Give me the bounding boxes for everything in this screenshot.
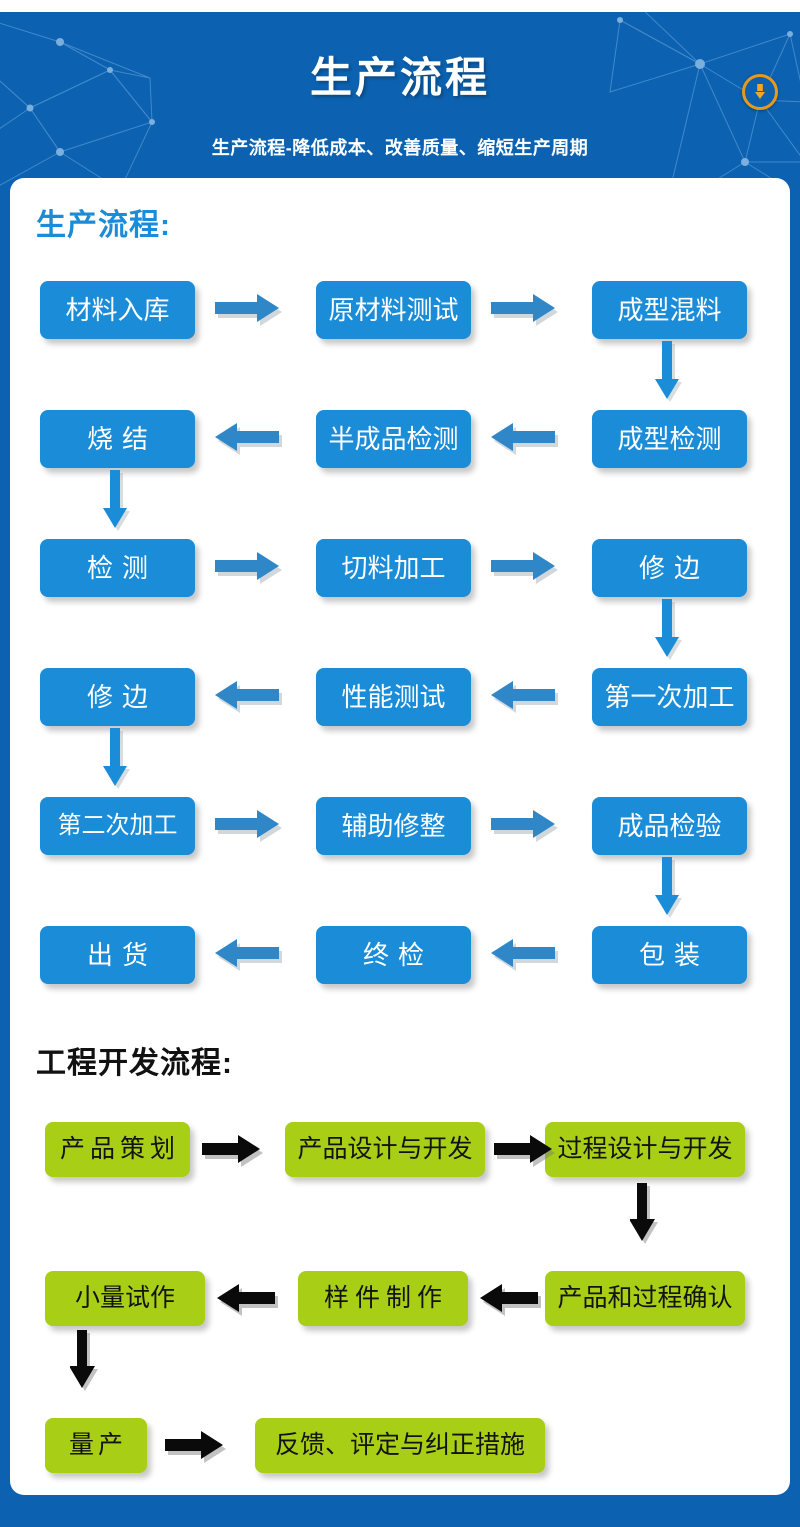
arrow-left-icon <box>491 423 558 455</box>
node-cutting-processing[interactable]: 切料加工 <box>316 539 471 597</box>
banner-title: 生产流程 <box>309 54 490 101</box>
node-label: 量产 <box>68 1431 127 1459</box>
node-final-inspection[interactable]: 终检 <box>316 926 471 984</box>
node-label: 半成品检测 <box>328 424 459 454</box>
arrow-down-icon <box>655 857 682 918</box>
node-label: 成型混料 <box>617 295 722 325</box>
node-label: 成品检验 <box>617 811 722 841</box>
node-label: 烧结 <box>86 424 157 454</box>
node-performance-test[interactable]: 性能测试 <box>316 668 471 726</box>
arrow-right-icon <box>215 552 282 584</box>
node-label: 反馈、评定与纠正措施 <box>274 1431 525 1459</box>
node-first-processing[interactable]: 第一次加工 <box>592 668 747 726</box>
node-small-batch-trial[interactable]: 小量试作 <box>45 1271 205 1326</box>
node-label: 过程设计与开发 <box>557 1135 733 1163</box>
arrow-right-icon <box>491 810 558 842</box>
node-sintering[interactable]: 烧结 <box>40 410 195 468</box>
node-packaging[interactable]: 包装 <box>592 926 747 984</box>
node-shipment[interactable]: 出货 <box>40 926 195 984</box>
node-semifinished-inspection[interactable]: 半成品检测 <box>316 410 471 468</box>
node-label: 产品和过程确认 <box>557 1284 733 1312</box>
arrow-left-icon <box>491 681 558 713</box>
arrow-left-icon <box>217 1284 278 1316</box>
node-product-planning[interactable]: 产品策划 <box>45 1122 190 1177</box>
node-label: 产品策划 <box>59 1135 180 1163</box>
node-trimming-2[interactable]: 修边 <box>40 668 195 726</box>
node-raw-material-test[interactable]: 原材料测试 <box>316 281 471 339</box>
section-heading-production: 生产流程: <box>36 209 171 242</box>
arrow-right-icon <box>215 294 282 326</box>
node-forming-inspection[interactable]: 成型检测 <box>592 410 747 468</box>
node-label: 第二次加工 <box>57 812 178 839</box>
arrow-left-icon <box>215 423 282 455</box>
node-label: 成型检测 <box>617 424 722 454</box>
arrow-right-icon <box>165 1431 226 1463</box>
node-product-design-development[interactable]: 产品设计与开发 <box>285 1122 485 1177</box>
node-label: 性能测试 <box>341 682 446 712</box>
arrow-right-icon <box>491 294 558 326</box>
banner-subtitle: 生产流程-降低成本、改善质量、缩短生产周期 <box>211 138 589 158</box>
node-label: 检测 <box>86 553 157 583</box>
arrow-down-icon <box>630 1183 658 1244</box>
node-label: 第一次加工 <box>604 682 735 712</box>
arrow-left-icon <box>215 939 282 971</box>
node-label: 出货 <box>86 940 157 970</box>
node-label: 辅助修整 <box>341 811 446 841</box>
arrow-down-icon <box>103 470 130 531</box>
node-label: 切料加工 <box>341 553 446 583</box>
arrow-down-icon <box>655 341 682 402</box>
arrow-right-icon <box>491 552 558 584</box>
node-mass-production[interactable]: 量产 <box>45 1418 147 1473</box>
node-second-processing[interactable]: 第二次加工 <box>40 797 195 855</box>
node-forming-mix[interactable]: 成型混料 <box>592 281 747 339</box>
arrow-right-icon <box>202 1135 263 1167</box>
node-label: 原材料测试 <box>328 295 459 325</box>
node-label: 小量试作 <box>74 1284 175 1312</box>
section-heading-engineering: 工程开发流程: <box>36 1047 233 1080</box>
node-sample-production[interactable]: 样件制作 <box>298 1271 468 1326</box>
node-label: 产品设计与开发 <box>297 1135 473 1163</box>
download-arrow-icon[interactable] <box>742 74 778 110</box>
node-label: 样件制作 <box>323 1284 448 1312</box>
arrow-right-icon <box>215 810 282 842</box>
node-feedback-assessment-corrective[interactable]: 反馈、评定与纠正措施 <box>255 1418 545 1473</box>
top-white-strip <box>0 0 800 12</box>
node-auxiliary-trimming[interactable]: 辅助修整 <box>316 797 471 855</box>
footer-blue-strip <box>0 1495 800 1527</box>
node-process-design-development[interactable]: 过程设计与开发 <box>545 1122 745 1177</box>
node-label: 包装 <box>638 940 709 970</box>
node-label: 修边 <box>638 553 709 583</box>
download-arrow-glyph <box>755 84 765 99</box>
node-label: 修边 <box>86 682 157 712</box>
content-card: 生产流程: 材料入库 原材料测试 成型混料 <box>10 178 790 1495</box>
node-product-process-validation[interactable]: 产品和过程确认 <box>545 1271 745 1326</box>
node-material-warehouse[interactable]: 材料入库 <box>40 281 195 339</box>
node-inspection[interactable]: 检测 <box>40 539 195 597</box>
node-label: 材料入库 <box>65 295 170 325</box>
arrow-left-icon <box>491 939 558 971</box>
node-label: 终检 <box>362 940 433 970</box>
arrow-down-icon <box>70 1330 98 1391</box>
node-finished-inspection[interactable]: 成品检验 <box>592 797 747 855</box>
node-trimming-1[interactable]: 修边 <box>592 539 747 597</box>
arrow-down-icon <box>103 728 130 789</box>
arrow-down-icon <box>655 599 682 660</box>
arrow-left-icon <box>215 681 282 713</box>
